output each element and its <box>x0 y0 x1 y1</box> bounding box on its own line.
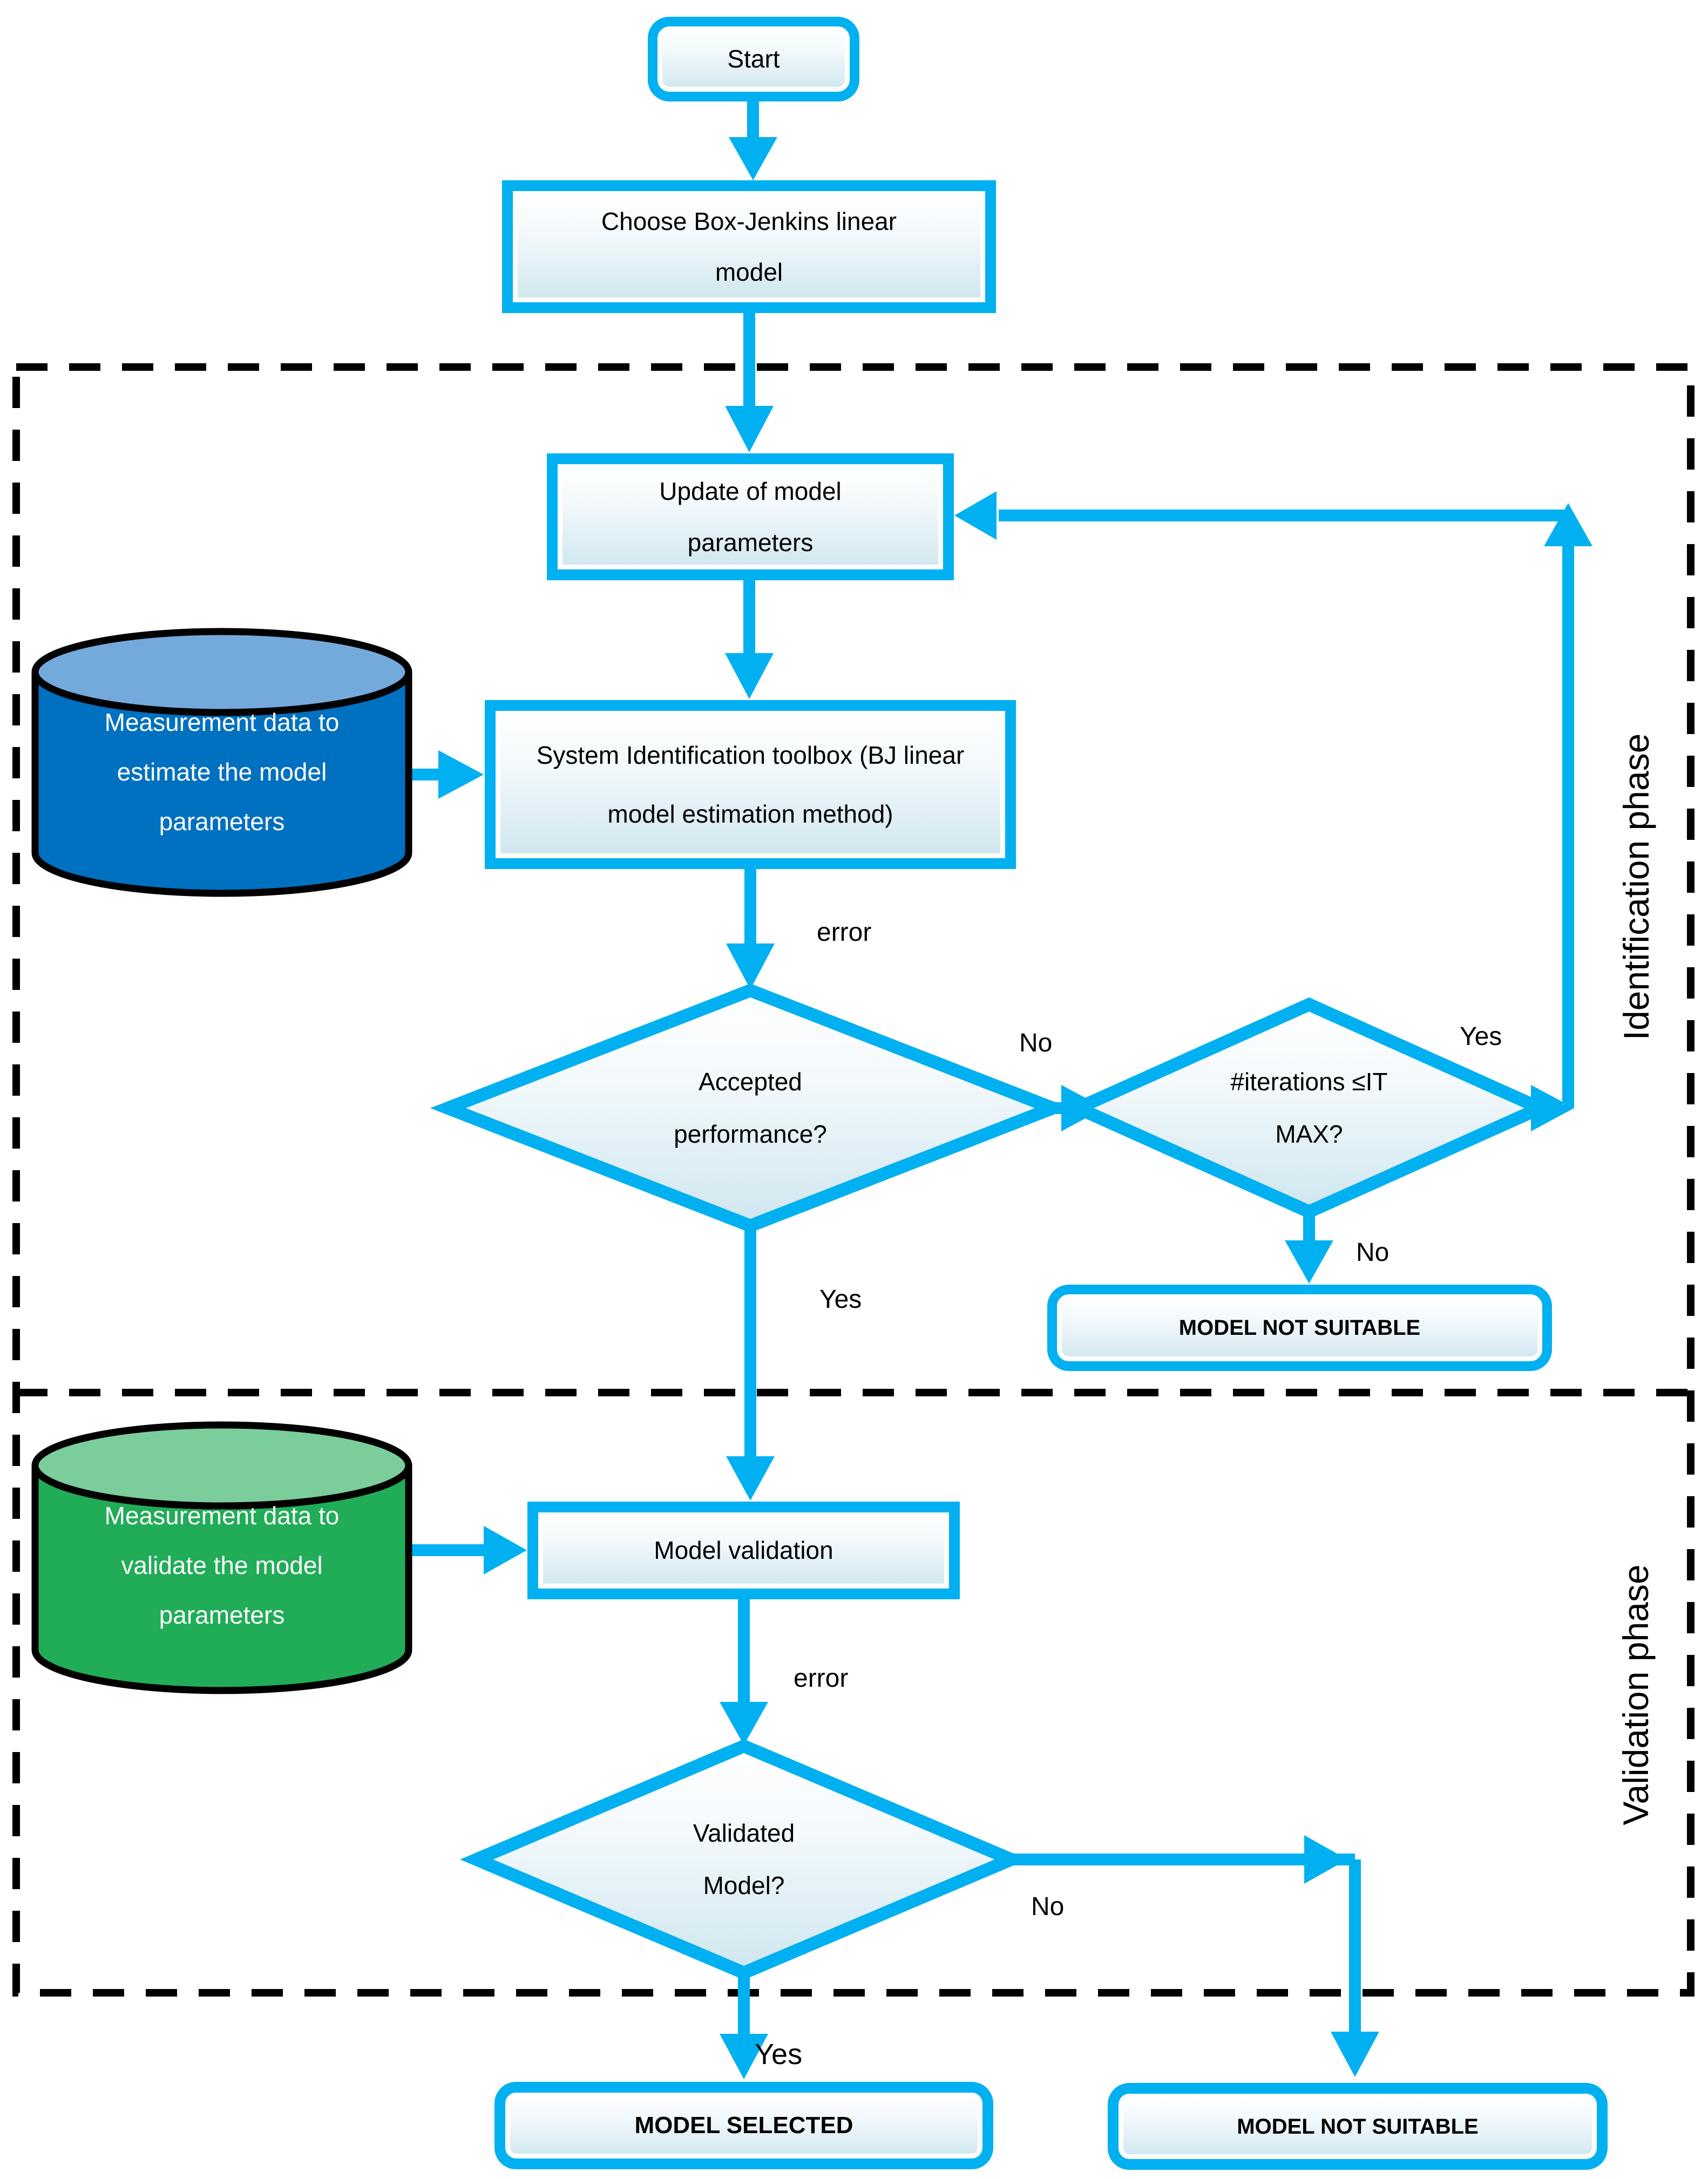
accepted-performance-text: Accepted performance? <box>674 1068 827 1148</box>
error-label-2: error <box>794 1664 849 1693</box>
arrowhead-right-icon <box>1304 1835 1347 1884</box>
validation-phase-label: Validation phase <box>1616 1564 1656 1825</box>
phase-boxes-outline <box>12 363 1695 1997</box>
arrowhead-down-icon <box>729 137 777 180</box>
identification-phase-label: Identification phase <box>1616 733 1656 1041</box>
update-parameters-node: Update of model parameters <box>547 453 954 580</box>
arrowhead-right-icon <box>438 750 484 799</box>
estimate-database-label: Measurement data to estimate the model p… <box>60 685 384 858</box>
start-node-label: Start <box>727 45 780 73</box>
error-label-1: error <box>817 918 872 947</box>
estimate-database-text: Measurement data to estimate the model p… <box>104 708 340 836</box>
no-label-3: No <box>1031 1892 1065 1921</box>
diamond-validated-model <box>460 1739 1028 1980</box>
model-validation-label: Model validation <box>654 1536 833 1565</box>
update-parameters-label: Update of model parameters <box>659 477 842 556</box>
sysid-toolbox-node: System Identification toolbox (BJ linear… <box>485 700 1016 869</box>
model-validation-node: Model validation <box>527 1502 960 1599</box>
diamond-iterations-check <box>1062 997 1556 1219</box>
iterations-check-text: #iterations ≤IT MAX? <box>1230 1068 1388 1148</box>
validated-model-text: Validated Model? <box>693 1819 795 1899</box>
yes-label-3: Yes <box>755 2038 803 2071</box>
diamond-accepted-performance <box>430 983 1071 1233</box>
arrowhead-down-icon <box>725 653 774 699</box>
model-selected-node: MODEL SELECTED <box>494 2082 993 2169</box>
arrowhead-up-icon <box>1544 503 1592 546</box>
arrowhead-down-icon <box>726 943 775 989</box>
arrowhead-right-icon <box>484 1526 527 1574</box>
arrowhead-down-icon <box>1331 2032 1379 2077</box>
arrowhead-down-icon <box>720 2034 768 2079</box>
model-not-suitable-label-2: MODEL NOT SUITABLE <box>1237 2114 1479 2139</box>
arrowhead-down-icon <box>720 1702 768 1745</box>
model-not-suitable-label-1: MODEL NOT SUITABLE <box>1178 1316 1421 1340</box>
arrowhead-left-icon <box>954 491 997 540</box>
model-not-suitable-node-1: MODEL NOT SUITABLE <box>1047 1285 1552 1371</box>
arrowhead-down-icon <box>1285 1240 1333 1284</box>
sysid-toolbox-label: System Identification toolbox (BJ linear… <box>536 741 965 828</box>
yes-label-1: Yes <box>1460 1022 1502 1051</box>
choose-model-node: Choose Box-Jenkins linear model <box>502 180 996 313</box>
no-label-2: No <box>1356 1238 1390 1267</box>
model-selected-label: MODEL SELECTED <box>634 2112 853 2139</box>
no-label-1: No <box>1019 1029 1053 1057</box>
estimate-database-cylinder-top <box>31 628 412 716</box>
accepted-performance-label: Accepted performance? <box>615 1050 885 1166</box>
model-not-suitable-node-2: MODEL NOT SUITABLE <box>1108 2083 1608 2170</box>
arrowhead-down-icon <box>725 406 774 452</box>
validated-model-label: Validated Model? <box>609 1801 879 1918</box>
validate-database-cylinder-top <box>31 1421 412 1510</box>
yes-label-2: Yes <box>819 1285 862 1314</box>
iterations-check-label: #iterations ≤IT MAX? <box>1185 1050 1433 1166</box>
choose-model-label: Choose Box-Jenkins linear model <box>601 207 897 286</box>
validate-database-text: Measurement data to validate the model p… <box>104 1502 340 1629</box>
validate-database-label: Measurement data to validate the model p… <box>60 1479 384 1652</box>
arrowhead-down-icon <box>726 1456 775 1501</box>
connector-lines <box>409 101 1574 2036</box>
start-node: Start <box>648 17 859 101</box>
